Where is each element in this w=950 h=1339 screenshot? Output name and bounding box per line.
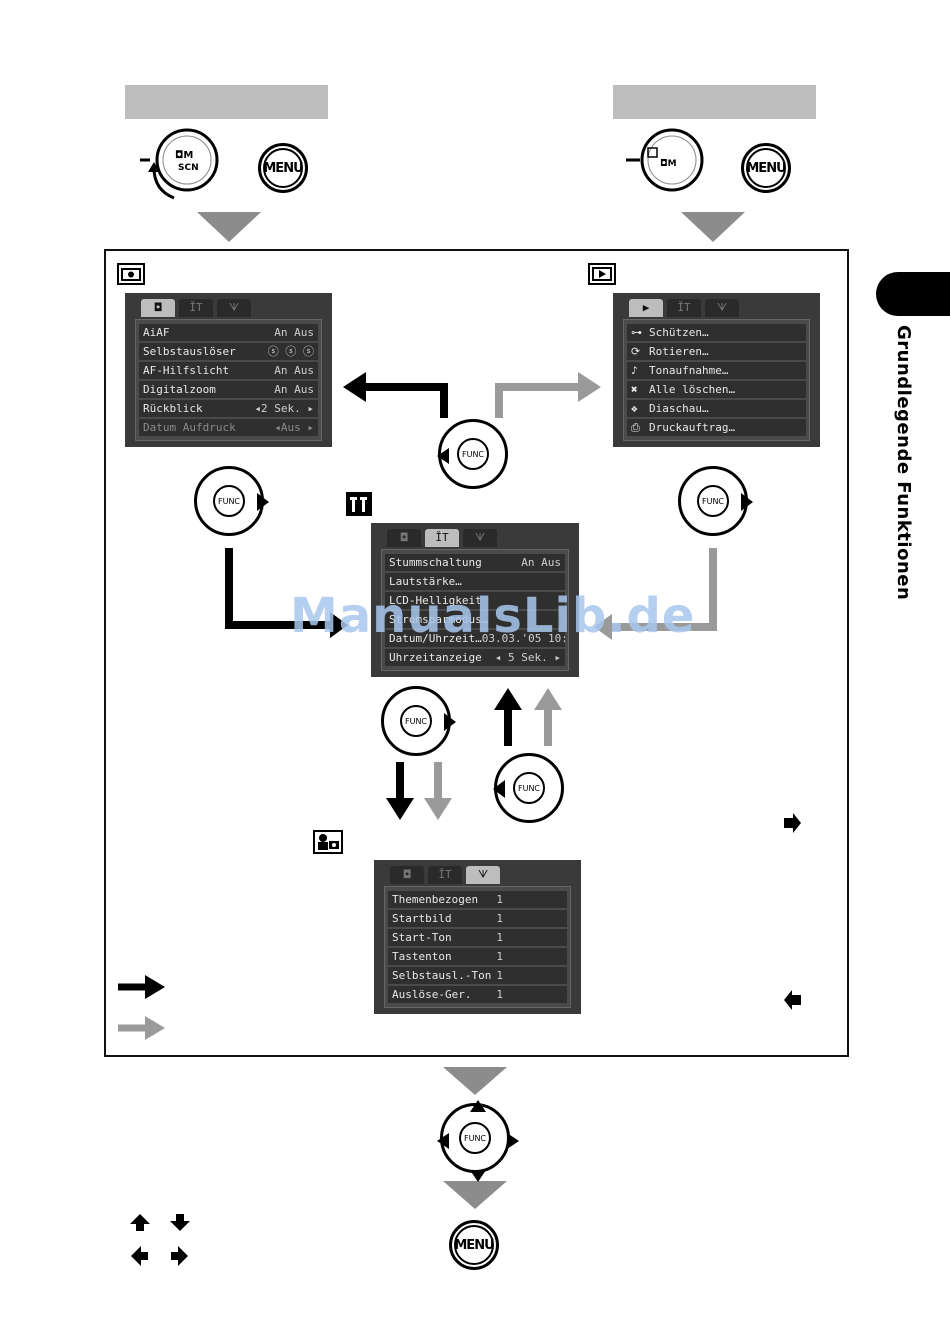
menu-row[interactable]: LCD-Helligkeit [385,592,565,609]
my-camera-menu-tabs: ◘ ǏT ᗐ [390,866,571,886]
menu-row[interactable]: Datum/Uhrzeit…03.03.'05 10:00 [385,630,565,647]
playback-header-bar [613,85,816,119]
menu-row[interactable]: Auslöse-Ger.1 [388,986,567,1003]
watermark: ManualsLib.de [290,588,696,644]
shooting-mode-icon [117,263,145,285]
tab-setup[interactable]: ǏT [428,866,462,884]
rotate-icon: ⟳ [631,345,641,358]
tab-my-camera[interactable]: ᗐ [466,866,500,884]
menu-button-top-left[interactable]: MENU [258,143,308,193]
menu-row[interactable]: ⊶Schützen… [627,324,806,341]
key-icon: ⊶ [631,326,642,339]
setup-mode-icon [346,492,372,516]
menu-row[interactable]: Stromsparmodus… [385,611,565,628]
mode-dial-playback-icon: ◘M [626,128,706,202]
func-set-dial-down[interactable]: FUNC [381,686,456,756]
shooting-menu-tabs: ◘ ǏT ᗐ [141,299,322,319]
playback-menu-list: ⊶Schützen… ⟳Rotieren… ♪Tonaufnahme… ✖All… [623,319,810,441]
trash-icon: ✖ [631,383,638,396]
tab-my-camera[interactable]: ᗐ [217,299,251,317]
menu-row[interactable]: ✖Alle löschen… [627,381,806,398]
tab-my-camera[interactable]: ᗐ [463,529,497,547]
menu-label: MENU [746,148,787,188]
menu-row[interactable]: ⟳Rotieren… [627,343,806,360]
down-triangle-right [681,212,745,242]
print-icon: ⎙ [631,421,640,434]
tab-setup[interactable]: ǏT [179,299,213,317]
setup-menu-tabs: ◘ ǏT ᗐ [387,529,569,549]
my-camera-mode-icon [313,830,343,854]
menu-row[interactable]: Rückblick◂2 Sek. ▸ [139,400,318,417]
func-set-dial-up[interactable]: FUNC [493,753,564,823]
mode-dial-shooting-icon: ◘M SCN [140,128,220,202]
slideshow-icon: ❖ [631,402,638,415]
shooting-header-bar [125,85,328,119]
menu-row[interactable]: ❖Diaschau… [627,400,806,417]
func-set-dial-playback-right[interactable]: FUNC [678,466,753,536]
section-tab-marker [876,272,950,316]
menu-overview-panel [104,249,849,1057]
mic-icon: ♪ [631,364,638,377]
menu-row[interactable]: Lautstärke… [385,573,565,590]
menu-row[interactable]: ⎙Druckauftrag… [627,419,806,436]
func-set-dial-shooting-right[interactable]: FUNC [194,466,269,536]
svg-text:◘M: ◘M [660,159,677,169]
playback-menu-screen: ▶ ǏT ᗐ ⊶Schützen… ⟳Rotieren… ♪Tonaufnahm… [613,293,820,447]
menu-button-top-right[interactable]: MENU [741,143,791,193]
func-set-dial-four-way[interactable]: FUNC [437,1100,519,1182]
menu-label: MENU [454,1225,495,1265]
tab-shooting[interactable]: ◘ [387,529,421,547]
svg-text:SCN: SCN [178,163,199,173]
tab-shooting[interactable]: ◘ [141,299,175,317]
svg-text:◘M: ◘M [175,150,193,161]
func-set-dial-center-left[interactable]: FUNC [437,419,508,489]
down-triangle-left [197,212,261,242]
tab-setup[interactable]: ǏT [425,529,459,547]
menu-row[interactable]: Datum Aufdruck◂Aus ▸ [139,419,318,436]
playback-menu-tabs: ▶ ǏT ᗐ [629,299,810,319]
section-label: Grundlegende Funktionen [893,325,914,601]
menu-row[interactable]: Uhrzeitanzeige◂ 5 Sek. ▸ [385,649,565,666]
tab-my-camera[interactable]: ᗐ [705,299,739,317]
menu-button-bottom[interactable]: MENU [449,1220,499,1270]
tab-setup[interactable]: ǏT [667,299,701,317]
menu-label: MENU [263,148,304,188]
playback-mode-icon [588,263,616,285]
tab-shooting[interactable]: ◘ [390,866,424,884]
tab-playback[interactable]: ▶ [629,299,663,317]
menu-row[interactable]: ♪Tonaufnahme… [627,362,806,379]
